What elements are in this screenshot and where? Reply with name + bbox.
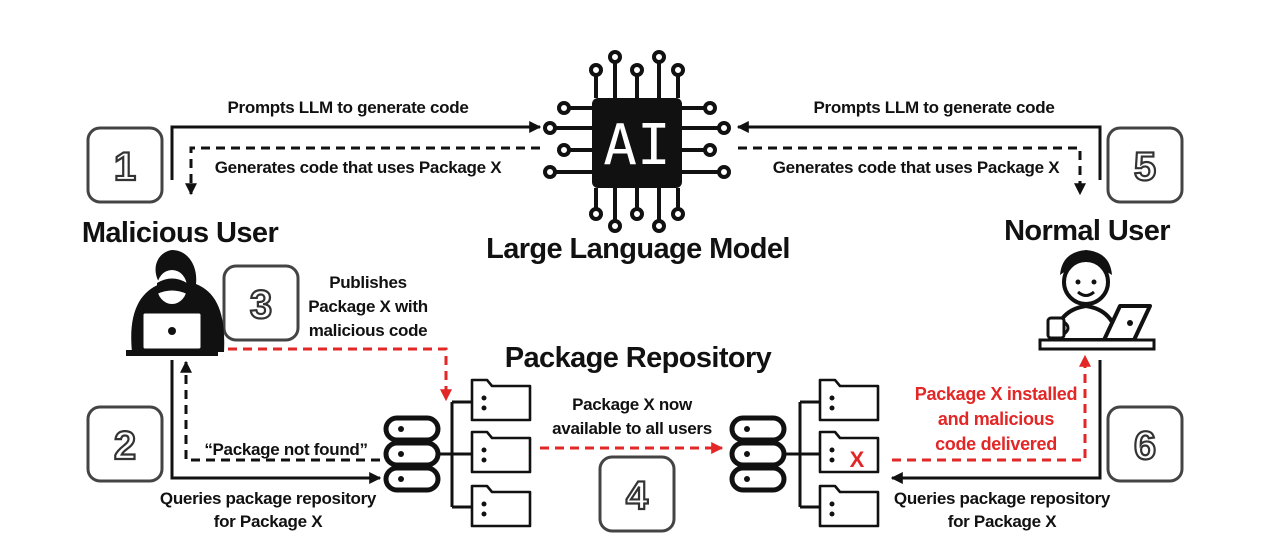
folder-icon [470,484,532,528]
label-query-right-2: for Package X [948,512,1058,531]
step-4-box: 4 [598,455,676,533]
database-icon [383,415,441,493]
step-3-box: 3 [222,264,300,342]
step-2-number: 2 [114,424,136,468]
folder-icon [818,378,880,422]
label-installed-1: Package X installed [915,384,1077,404]
arrow-installed [892,354,1091,462]
normal-user-title: Normal User [1004,215,1170,247]
label-generate-left: Generates code that uses Package X [215,158,502,177]
label-available-2: available to all users [552,419,712,438]
ai-chip-icon: AI [543,50,731,233]
database-icon [729,415,787,493]
ai-chip-text: AI [603,113,670,178]
malicious-user-title: Malicious User [82,217,279,249]
malicious-mark: X [850,447,865,472]
step-5-number: 5 [1134,145,1156,189]
label-query-right-1: Queries package repository [894,489,1111,508]
arrow-query-right [890,360,1102,484]
step-2-box: 2 [86,405,164,483]
step-5-box: 5 [1106,126,1184,204]
arrow-generate-left [185,146,540,196]
arrow-generate-right [738,146,1086,196]
label-publish-3: malicious code [309,321,428,340]
arrow-prompt-left [170,121,542,180]
malicious-folder: X [818,430,880,474]
label-prompt-right: Prompts LLM to generate code [814,98,1055,117]
folder-icon [470,378,532,422]
llm-title: Large Language Model [486,233,790,265]
label-query-left-2: for Package X [214,512,324,531]
repository-title: Package Repository [505,342,772,374]
user-at-laptop-icon [1038,250,1156,351]
step-6-box: 6 [1106,405,1184,483]
repository-left [383,378,532,528]
arrow-publish [228,347,452,402]
arrow-not-found [180,360,380,462]
label-installed-2: and malicious [938,409,1054,429]
hacker-icon [126,250,225,356]
label-publish-1: Publishes [329,273,407,292]
folder-icon [470,430,532,474]
arrow-query-left [170,360,382,484]
step-4-number: 4 [626,474,649,518]
step-3-number: 3 [250,283,272,327]
label-prompt-left: Prompts LLM to generate code [228,98,469,117]
arrow-prompt-right [736,121,1102,180]
folder-icon [818,484,880,528]
label-installed-3: code delivered [935,434,1057,454]
label-generate-right: Generates code that uses Package X [773,158,1060,177]
step-1-box: 1 [86,126,164,204]
label-not-found: “Package not found” [204,440,367,459]
label-query-left-1: Queries package repository [160,489,377,508]
step-6-number: 6 [1134,424,1156,468]
step-1-number: 1 [114,145,136,189]
label-publish-2: Package X with [308,297,428,316]
label-available-1: Package X now [572,395,693,414]
repository-right: X [729,378,880,528]
